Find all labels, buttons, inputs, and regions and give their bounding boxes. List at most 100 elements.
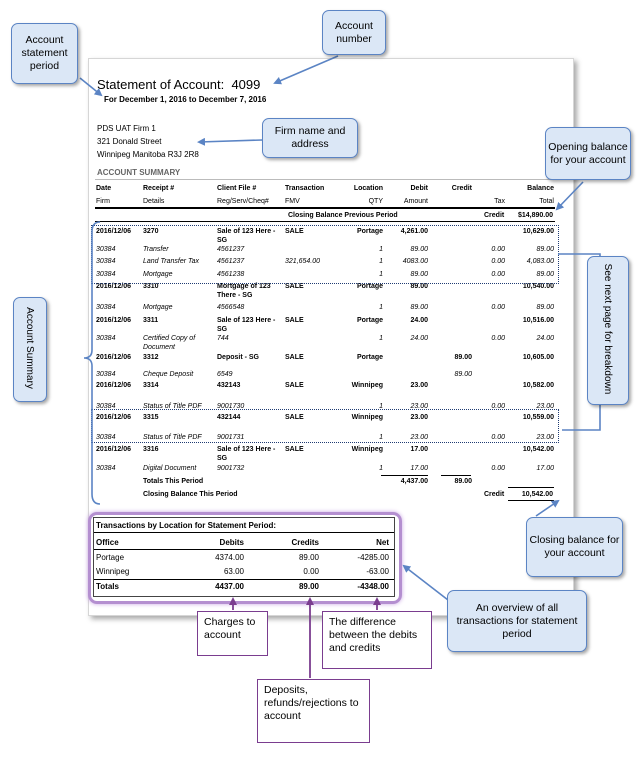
closing-rule-bottom (508, 500, 554, 501)
cell-client-file: 9001731 (217, 434, 245, 441)
cell-client-file: 9001730 (217, 403, 245, 410)
cell-credit: 89.00 (454, 371, 472, 378)
header-rule (95, 207, 555, 209)
cell-transaction: SALE (285, 317, 304, 324)
cell-balance: 89.00 (536, 271, 554, 278)
arrow-statement-period (79, 77, 103, 97)
cell-balance: 10,629.00 (522, 228, 554, 235)
cell-tax: 0.00 (491, 258, 505, 265)
location-totals-rule (94, 579, 394, 580)
cell-location: Portage (356, 228, 383, 235)
cell-location: Portage (356, 354, 383, 361)
cell-tax: 0.00 (491, 434, 505, 441)
cell-balance: 23.00 (536, 434, 554, 441)
cell-client-file: Deposit - SG (217, 354, 260, 361)
callout-difference: The difference between the debits and cr… (322, 611, 432, 669)
cell-debit: 4083.00 (402, 258, 428, 265)
arrow-overview (402, 564, 449, 601)
cell-receipt: 3312 (143, 354, 159, 361)
totals-debit: 4,437.00 (400, 478, 428, 485)
credit-total-rule (441, 475, 471, 476)
debit-total-rule (381, 475, 428, 476)
header-debit: Debit (410, 185, 429, 192)
cell-debit: 89.00 (410, 283, 428, 290)
header-client-file: Client File # (217, 185, 257, 192)
cell-tax: 0.00 (491, 465, 505, 472)
cell-transaction: SALE (285, 382, 304, 389)
cell-location: 1 (379, 304, 383, 311)
account-number: 4099 (231, 77, 261, 92)
cell-balance: 89.00 (536, 304, 554, 311)
cell-location: 1 (379, 271, 383, 278)
loc-totals-net: -4348.00 (357, 582, 389, 591)
cell-debit: 4,261.00 (400, 228, 428, 235)
header-date: Date (96, 185, 112, 192)
header-debit: Amount (403, 198, 428, 205)
cell-location: 1 (379, 434, 383, 441)
cell-balance: 10,540.00 (522, 283, 554, 290)
cell-debit: 17.00 (410, 446, 428, 453)
title-prefix: Statement of Account: (97, 77, 225, 92)
cell-location: 1 (379, 246, 383, 253)
callout-account-summary: Account Summary (24, 307, 35, 389)
cell-receipt: 3315 (143, 414, 159, 421)
cell-tax: 0.00 (491, 271, 505, 278)
cell-receipt: Mortgage (143, 271, 173, 278)
cell-date: 30384 (96, 465, 116, 472)
loc-credits: 89.00 (298, 553, 319, 562)
cell-receipt: Status of Title PDF (143, 434, 202, 441)
cell-location: Winnipeg (351, 414, 383, 421)
cell-date: 30384 (96, 258, 116, 265)
cell-receipt: 3311 (143, 317, 159, 324)
cell-balance: 10,605.00 (522, 354, 554, 361)
location-header-rule (94, 549, 394, 550)
callout-see-next-page: See next page for breakdown (602, 263, 613, 395)
cell-date: 30384 (96, 371, 116, 378)
opening-amount: $14,890.00 (517, 212, 553, 219)
cell-balance: 10,582.00 (522, 382, 554, 389)
callout-account-number: Account number (322, 10, 386, 55)
cell-location: 1 (379, 403, 383, 410)
cell-date: 2016/12/06 (96, 283, 132, 290)
callout-opening-balance: Opening balance for your account (545, 127, 631, 180)
cell-location: 1 (379, 465, 383, 472)
callout-closing-balance: Closing balance for your account (526, 517, 623, 577)
cell-transaction: SALE (285, 414, 304, 421)
loc-office: Portage (96, 553, 125, 562)
loc-header-credits: Credits (291, 538, 319, 547)
cell-client-file: 6549 (217, 371, 233, 378)
cell-date: 30384 (96, 335, 116, 342)
cell-location: 1 (379, 335, 383, 342)
cell-receipt: 3316 (143, 446, 159, 453)
cell-receipt: Mortgage (143, 304, 173, 311)
cell-debit: 89.00 (410, 246, 428, 253)
loc-totals-credits: 89.00 (298, 582, 319, 591)
arrow-firm-name (197, 137, 263, 146)
cell-transaction: SALE (285, 446, 304, 453)
cell-date: 2016/12/06 (96, 446, 132, 453)
cell-debit: 23.00 (410, 403, 428, 410)
cell-receipt: 3270 (143, 228, 159, 235)
cell-balance: 23.00 (536, 403, 554, 410)
header-transaction: Transaction (285, 185, 325, 192)
cell-debit: 17.00 (410, 465, 428, 472)
loc-totals-debits: 4437.00 (215, 582, 244, 591)
header-location: QTY (368, 198, 383, 205)
cell-receipt: 3314 (143, 382, 159, 389)
loc-debits: 63.00 (223, 567, 244, 576)
loc-header-net: Net (376, 538, 389, 547)
closing-label: Closing Balance This Period (143, 491, 238, 498)
callout-see-next-page-box (587, 256, 629, 405)
arrow-opening-balance (555, 181, 584, 211)
header-balance: Balance (527, 185, 554, 192)
cell-debit: 24.00 (410, 335, 428, 342)
cell-debit: 23.00 (410, 382, 428, 389)
cell-location: Portage (356, 283, 383, 290)
closing-type: Credit (484, 491, 505, 498)
loc-header-office: Office (96, 538, 119, 547)
cell-debit: 89.00 (410, 271, 428, 278)
header-balance: Total (539, 198, 554, 205)
loc-credits: 0.00 (303, 567, 319, 576)
location-table-highlight (88, 512, 402, 604)
cell-location: Portage (356, 317, 383, 324)
